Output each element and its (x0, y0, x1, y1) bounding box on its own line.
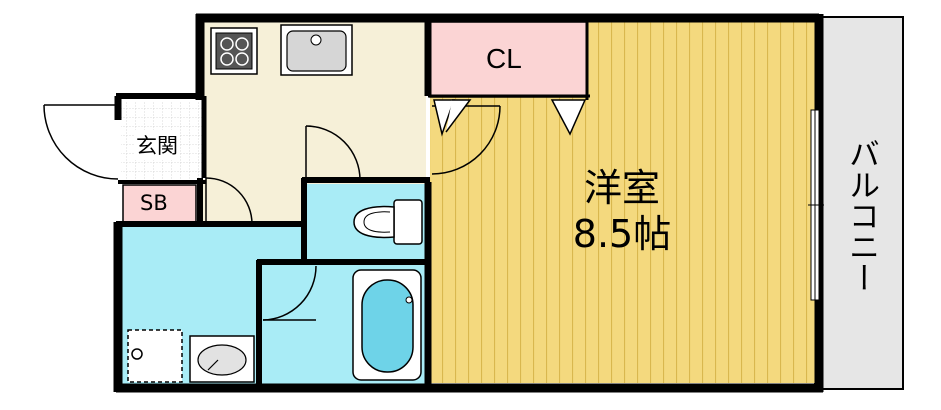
western-room-size: 8.5帖 (572, 212, 672, 256)
western-room-name: 洋室 (583, 166, 660, 210)
interior-walls (116, 14, 590, 392)
kitchen-door (305, 125, 361, 181)
washroom-floor-upper (257, 226, 302, 264)
balcony-window (808, 109, 824, 301)
balcony-label: バルコニー (843, 138, 879, 293)
shoe-box-label: SB (140, 191, 168, 215)
entrance-door (43, 104, 119, 180)
toilet (353, 199, 423, 245)
bathtub (352, 269, 422, 381)
closet-doors (433, 99, 587, 137)
kitchen-sink (280, 24, 353, 76)
entrance-label: 玄関 (134, 130, 180, 160)
closet-label: CL (486, 43, 522, 74)
wash-basin (189, 335, 255, 383)
balcony-area (814, 16, 904, 390)
bath-door (262, 265, 317, 321)
washing-machine (127, 329, 183, 383)
washroom-door (205, 177, 253, 225)
stove (210, 27, 258, 75)
